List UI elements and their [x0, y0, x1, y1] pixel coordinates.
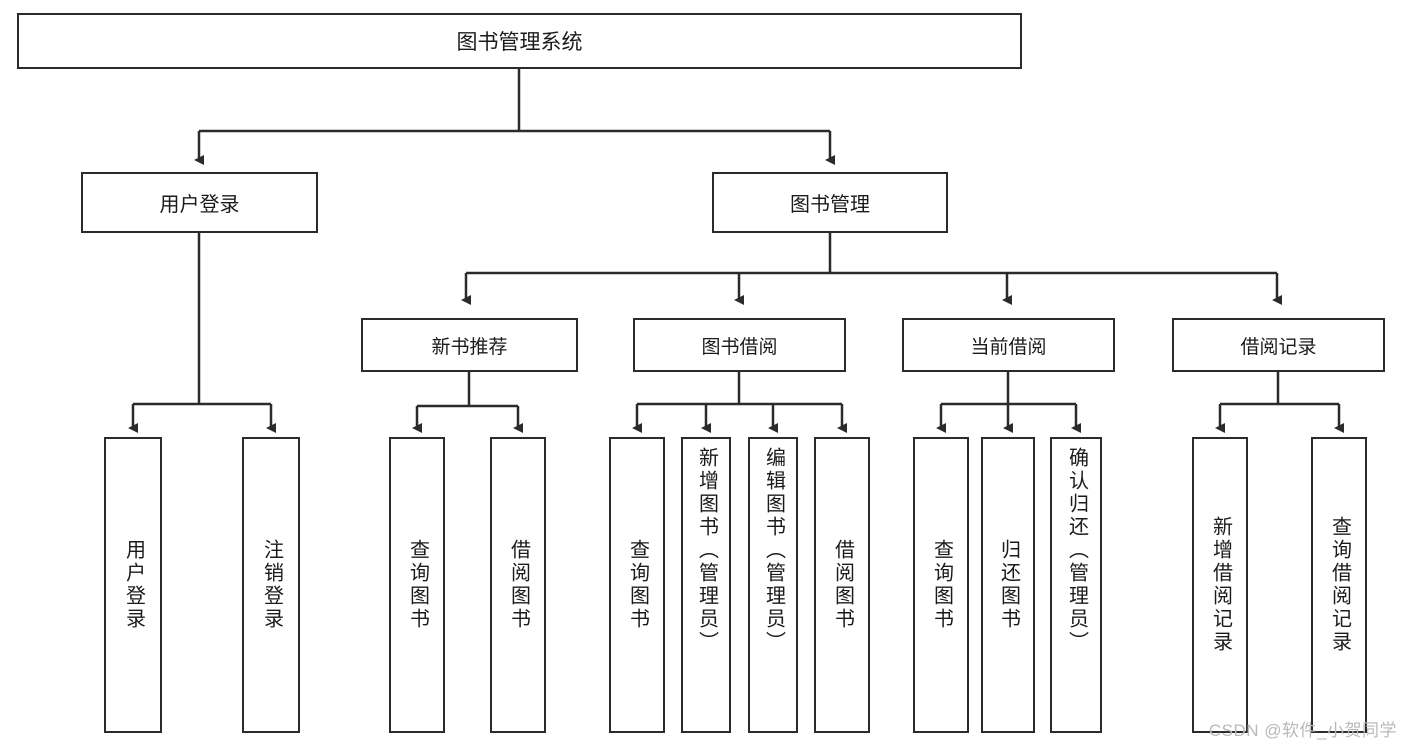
leaf-book-borrow-edit[interactable]: 编辑图书（管理员）	[748, 437, 798, 733]
node-user-login[interactable]: 用户登录	[81, 172, 318, 233]
leaf-label: 用户登录	[122, 539, 145, 631]
leaf-label: 借阅图书	[507, 539, 530, 631]
node-book-management[interactable]: 图书管理	[712, 172, 948, 233]
leaf-label: 新增图书（管理员）	[695, 447, 718, 654]
leaf-label: 借阅图书	[831, 539, 854, 631]
node-current-borrow-label: 当前借阅	[970, 336, 1047, 358]
leaf-label: 查询图书	[930, 539, 953, 631]
leaf-label: 查询图书	[406, 539, 429, 631]
leaf-current-borrow-return[interactable]: 归还图书	[981, 437, 1035, 733]
leaf-current-borrow-confirm-return[interactable]: 确认归还（管理员）	[1050, 437, 1102, 733]
leaf-label: 查询图书	[626, 539, 649, 631]
node-current-borrow[interactable]: 当前借阅	[902, 318, 1115, 372]
node-borrow-record-label: 借阅记录	[1240, 336, 1317, 358]
leaf-label: 归还图书	[997, 539, 1020, 631]
leaf-label: 确认归还（管理员）	[1065, 447, 1088, 654]
node-user-login-label: 用户登录	[159, 194, 240, 216]
leaf-label: 注销登录	[260, 539, 283, 631]
leaf-borrow-record-query[interactable]: 查询借阅记录	[1311, 437, 1367, 733]
watermark: CSDN @软件_小贺同学	[1208, 721, 1397, 740]
leaf-label: 编辑图书（管理员）	[762, 447, 785, 654]
leaf-book-borrow-query[interactable]: 查询图书	[609, 437, 665, 733]
leaf-book-borrow-borrow[interactable]: 借阅图书	[814, 437, 870, 733]
node-new-book-recommend[interactable]: 新书推荐	[361, 318, 578, 372]
node-root[interactable]: 图书管理系统	[17, 13, 1022, 69]
leaf-borrow-record-add[interactable]: 新增借阅记录	[1192, 437, 1248, 733]
node-book-management-label: 图书管理	[790, 194, 870, 216]
leaf-label: 查询借阅记录	[1328, 516, 1351, 654]
node-new-book-recommend-label: 新书推荐	[431, 336, 508, 358]
node-book-borrow-label: 图书借阅	[701, 336, 778, 358]
leaf-book-borrow-add[interactable]: 新增图书（管理员）	[681, 437, 731, 733]
node-root-label: 图书管理系统	[456, 31, 583, 54]
node-book-borrow[interactable]: 图书借阅	[633, 318, 846, 372]
leaf-label: 新增借阅记录	[1209, 516, 1232, 654]
leaf-current-borrow-query[interactable]: 查询图书	[913, 437, 969, 733]
node-borrow-record[interactable]: 借阅记录	[1172, 318, 1385, 372]
leaf-user-login-login[interactable]: 用户登录	[104, 437, 162, 733]
leaf-new-book-query[interactable]: 查询图书	[389, 437, 445, 733]
leaf-user-login-logout[interactable]: 注销登录	[242, 437, 300, 733]
leaf-new-book-borrow[interactable]: 借阅图书	[490, 437, 546, 733]
